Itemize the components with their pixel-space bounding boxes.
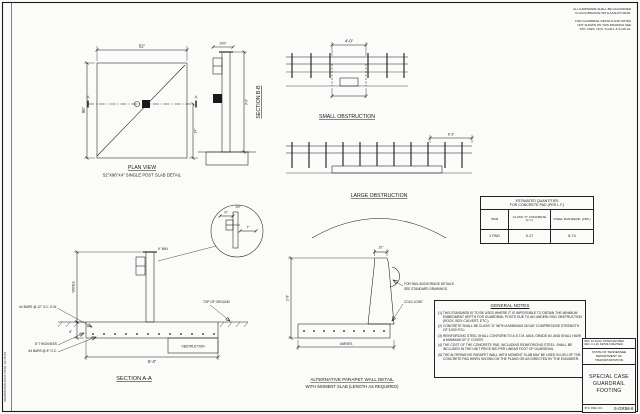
section-aa-bars-bottom-note: #4 BARS @ 8" O.C. bbox=[29, 349, 58, 353]
revision-line: REV. 3-1-16: DETAILS REVISED. bbox=[584, 343, 624, 347]
section-aa-dim-bottom: 5'-4" bbox=[148, 359, 157, 364]
parapet-cold-joint-label: COLD JOINT bbox=[404, 300, 423, 304]
large-obstruction-arc bbox=[311, 218, 447, 239]
detail-dim-top: 1½" bbox=[235, 205, 241, 209]
corner-note-a: ALL HARDWARE SHALL BE GALVANIZED IN ACCO… bbox=[573, 7, 631, 16]
section-bb-dim-top: 10½" bbox=[219, 42, 226, 46]
section-aa-thickness-note: 8" THICKNESS bbox=[35, 342, 57, 346]
detail-dim-left: ½" bbox=[224, 211, 228, 215]
section-aa-min-note: 6" MIN. bbox=[158, 247, 169, 251]
drawing-title-line: SPECIAL CASE bbox=[589, 373, 629, 380]
general-note: (2) CONCRETE SHALL BE CLASS "A" WITH A M… bbox=[438, 324, 580, 333]
title-block-revisions: REV. 10-15-04: NOTES REVISED. REV. 3-1-1… bbox=[583, 339, 635, 349]
section-bb-dim-right: 3'-9" bbox=[245, 99, 249, 105]
parapet-dim-left: 2'-8" bbox=[286, 295, 290, 301]
quantities-title: ESTIMATED QUANTITIES FOR CONCRETE PAD (P… bbox=[481, 197, 593, 210]
section-bb-figure: 10½" 3'-9" SECTION B-B bbox=[198, 42, 262, 166]
section-aa-top-of-ground-label: TOP OF GROUND bbox=[203, 300, 230, 304]
agency-line: TRANSPORTATION bbox=[594, 358, 624, 363]
agency-line: STATE OF TENNESSEE bbox=[591, 350, 627, 355]
large-obstruction-label: LARGE OBSTRUCTION bbox=[351, 193, 408, 199]
small-obstruction-dim: 4'-0" bbox=[345, 39, 354, 44]
plan-cut-label-right: A bbox=[195, 95, 198, 100]
general-note: (5) THE ALTERNATIVE PARAPET WALL WITH MO… bbox=[438, 352, 581, 361]
general-notes-box: GENERAL NOTES (1) THIS STANDARD IS TO BE… bbox=[434, 300, 586, 378]
parapet-dim-top: 10" bbox=[379, 246, 384, 250]
plan-view-subtitle: 52"X96"X4" SINGLE POST SLAB DETAIL bbox=[103, 173, 182, 178]
plan-dim-right: 24" bbox=[194, 129, 198, 134]
section-aa-dim-varies: VARIES bbox=[72, 281, 76, 292]
plan-dim-width: 52" bbox=[139, 44, 146, 49]
quantities-col-concrete: CLASS "A" CONCRETE (C.Y.) bbox=[509, 209, 551, 230]
corner-note-b: FOR GUARDRAIL DETAILS AND NOTES NOT SHOW… bbox=[575, 19, 631, 32]
parapet-anchor-note-line1: FOR RAIL ANCHORAGE DETAILS bbox=[404, 282, 454, 286]
parapet-title-line2: WITH MOMENT SLAB (LENGTH AS REQUIRED) bbox=[306, 384, 400, 389]
plan-view-figure: A A 52" 96" 24" PLAN VIEW 52"X96"X4" SIN… bbox=[81, 44, 198, 178]
parapet-title-line1: ALTERNATIVE PARAPET WALL DETAIL bbox=[310, 377, 394, 382]
section-aa-title: SECTION A-A bbox=[116, 376, 152, 382]
drawing-title-line: FOOTING bbox=[596, 387, 622, 394]
general-note: (3) REINFORCING STEEL SHALL CONFORM TO A… bbox=[438, 333, 582, 342]
quantities-row-item: 1 PAD bbox=[481, 229, 509, 243]
general-note: (4) THE COST OF THE CONCRETE PAD, INCLUD… bbox=[438, 343, 573, 352]
small-obstruction-figure: 4'-0" SMALL OBSTRUCTION bbox=[286, 39, 408, 120]
quantities-col-item: ITEM bbox=[481, 209, 509, 230]
drawing-number: S-GR58-8 bbox=[613, 406, 634, 411]
general-notes-title: GENERAL NOTES bbox=[490, 303, 530, 308]
quantities-row-concrete: 0.17 bbox=[509, 229, 551, 243]
quantities-row-steel: 8.74 bbox=[568, 234, 576, 239]
corner-note-b-line: FOR GUARDRAIL DETAILS AND NOTES bbox=[575, 19, 631, 23]
section-aa-bars-note: #4 BARS @ 12" O.C. E.W. bbox=[19, 305, 57, 309]
corner-note-b-line: NOT SHOWN ON THIS DRAWING SEE bbox=[577, 22, 631, 27]
quantities-grid: ITEM CLASS "A" CONCRETE (C.Y.) STEEL BAR… bbox=[481, 209, 593, 243]
general-note: (1) THIS STANDARD IS TO BE USED WHERE IT… bbox=[438, 310, 582, 323]
parapet-dim-bottom: VARIES bbox=[340, 342, 354, 346]
revision-line: REV. 10-15-04: NOTES REVISED. bbox=[584, 340, 625, 343]
quantities-col-steel: STEEL BAR REINF. (LBS.) bbox=[551, 210, 593, 230]
parapet-figure: FOR RAIL ANCHORAGE DETAILS SEE STANDARD … bbox=[286, 246, 454, 390]
parapet-anchor-note-line2: SEE STANDARD DRAWINGS. bbox=[404, 287, 448, 291]
drawing-number-label: STD. DWG. NO. bbox=[584, 407, 603, 410]
estimated-quantities-table: ESTIMATED QUANTITIES FOR CONCRETE PAD (P… bbox=[480, 196, 594, 244]
small-obstruction-label: SMALL OBSTRUCTION bbox=[319, 114, 375, 120]
section-aa-dim-thickness: 8" bbox=[69, 330, 72, 334]
section-bb-title: SECTION B-B bbox=[256, 85, 262, 119]
quantities-title-line2: FOR CONCRETE PAD (PER L.F.) bbox=[509, 202, 565, 207]
section-aa-figure: VARIES 8" 5'-4" #4 BARS @ 12" O.C. E.W. … bbox=[19, 247, 249, 382]
title-block-agency: STATE OF TENNESSEE DEPARTMENT OF TRANSPO… bbox=[583, 349, 635, 365]
title-block: REV. 10-15-04: NOTES REVISED. REV. 3-1-1… bbox=[582, 338, 636, 413]
agency-line: DEPARTMENT OF bbox=[595, 354, 623, 359]
corner-note-a-line: ALL HARDWARE SHALL BE GALVANIZED bbox=[573, 7, 631, 11]
drawing-title-line: GUARDRAIL bbox=[592, 380, 626, 387]
corner-note-b-line: STD. DWG. NOS. S-GR-1 & S-GR-31. bbox=[579, 26, 631, 31]
connection-detail-figure: ½" 7" 1½" bbox=[157, 204, 264, 262]
plan-dim-height: 96" bbox=[81, 106, 86, 113]
plan-view-title: PLAN VIEW bbox=[128, 165, 156, 171]
large-obstruction-figure: 6'-3" LARGE OBSTRUCTION bbox=[286, 133, 474, 239]
quantities-title-line1: ESTIMATED QUANTITIES bbox=[515, 198, 559, 203]
large-obstruction-dim: 6'-3" bbox=[448, 133, 454, 137]
detail-dim-right: 7" bbox=[247, 226, 250, 230]
title-block-drawing-title: SPECIAL CASE GUARDRAIL FOOTING bbox=[583, 365, 635, 404]
corner-note-a-line: IN ACCORDANCE WITH AASHTO M232. bbox=[575, 10, 631, 15]
margin-plot-stamp: SGR588.DGN PLOT DATE: 10-15-04 bbox=[3, 352, 7, 402]
section-aa-obstruction-label: OBSTRUCTION bbox=[181, 345, 205, 349]
title-block-number-strip: STD. DWG. NO. S-GR58-8 bbox=[583, 404, 635, 412]
